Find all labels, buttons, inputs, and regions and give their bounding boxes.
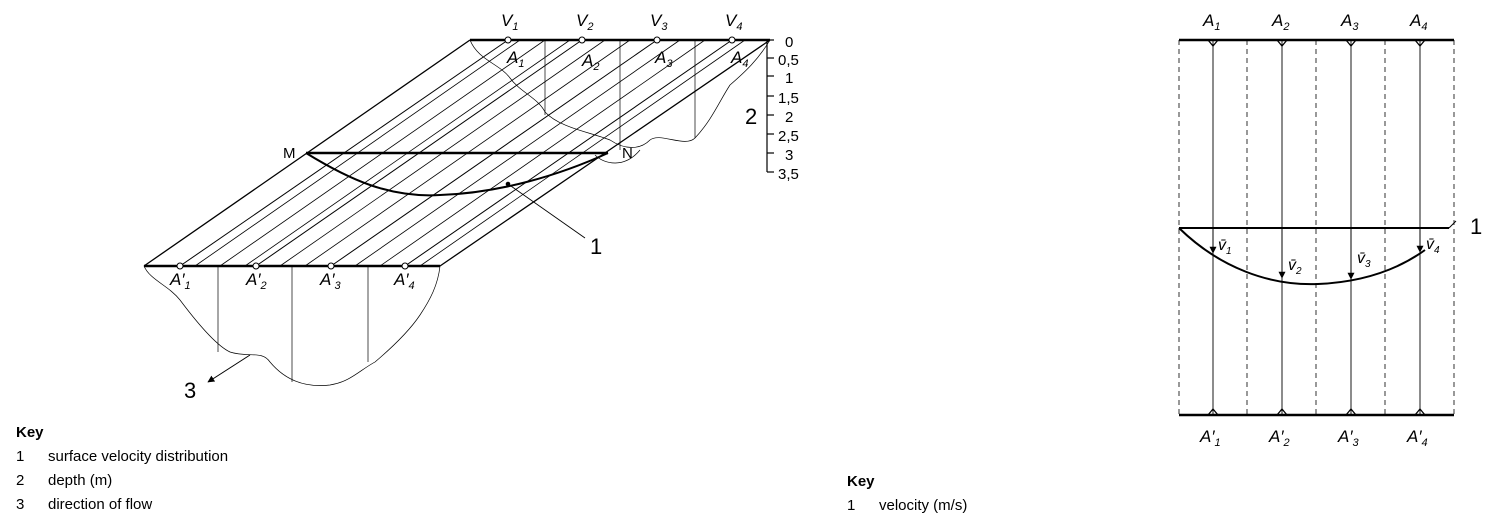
label-v1: V1: [501, 11, 518, 33]
plan-label-a2-top: A2: [1271, 11, 1289, 33]
plan-label-a1-bottom: A′1: [1199, 427, 1221, 449]
depth-tick-1: 1: [785, 70, 793, 87]
key-left-item-num: 2: [16, 472, 25, 489]
key-right-item-text: velocity (m/s): [879, 497, 968, 514]
plan-label-a3-bottom: A′3: [1337, 427, 1360, 449]
label-a3-bottom: A′3: [319, 270, 342, 292]
plan-label-a4-top: A4: [1409, 11, 1427, 33]
label-a2-top: A2: [581, 51, 599, 73]
depth-tick-1-5: 1,5: [778, 90, 799, 107]
plan-label-a3-top: A3: [1340, 11, 1359, 33]
label-v-bar-2: v̄2: [1288, 257, 1302, 277]
key-right: Key 1 velocity (m/s): [847, 473, 967, 518]
depth-tick-0: 0: [785, 34, 793, 51]
key-left-title: Key: [16, 424, 44, 441]
depth-tick-2-5: 2,5: [778, 128, 799, 145]
label-a4-bottom: A′4: [393, 270, 415, 292]
key-left-item: 1 surface velocity distribution: [16, 445, 228, 469]
label-v4: V4: [725, 11, 742, 33]
label-a4-top: A4: [730, 48, 748, 70]
left-labels: V1 V2 V3 V4 A1 A2 A3 A4 A′1 A′2 A′3 A′4 …: [169, 11, 799, 403]
label-a3-top: A3: [654, 48, 673, 70]
callout-1-label: 1: [590, 234, 602, 259]
key-left-item-text: direction of flow: [48, 496, 153, 513]
plan-label-a4-bottom: A′4: [1406, 427, 1428, 449]
label-v-bar-1: v̄1: [1218, 237, 1232, 257]
plan-notches: [1207, 39, 1426, 416]
callout-1-leader-right: [1448, 220, 1457, 229]
label-v-bar-4: v̄4: [1426, 236, 1440, 256]
velocity-curve: [1178, 227, 1426, 286]
key-left-item-text: depth (m): [48, 472, 113, 489]
label-n: N: [622, 145, 633, 162]
key-left-item-text: surface velocity distribution: [48, 448, 229, 465]
depth-tick-3-5: 3,5: [778, 166, 799, 183]
vertical-points: [176, 36, 736, 270]
label-a1-bottom: A′1: [169, 270, 191, 292]
callout-2-label: 2: [745, 104, 757, 129]
bottom-bed-profile: [143, 265, 441, 386]
isometric-river-section: [143, 36, 774, 386]
depth-tick-3: 3: [785, 147, 793, 164]
label-m: M: [283, 145, 296, 162]
key-left-item-num: 3: [16, 496, 25, 513]
plan-label-a2-bottom: A′2: [1268, 427, 1290, 449]
key-right-item: 1 velocity (m/s): [847, 494, 967, 518]
key-right-item-num: 1: [847, 497, 856, 514]
label-v2: V2: [576, 11, 593, 33]
velocity-arrows: [1209, 228, 1424, 280]
label-v-bar-3: v̄3: [1357, 250, 1371, 270]
key-right-title: Key: [847, 473, 875, 490]
key-left-item: 3 direction of flow: [16, 493, 228, 517]
flow-direction-arrow: [207, 354, 251, 383]
plan-view-section: [1178, 38, 1457, 417]
depth-tick-2: 2: [785, 109, 793, 126]
label-a1-top: A1: [506, 48, 524, 70]
depth-tick-0-5: 0,5: [778, 52, 799, 69]
key-left: Key 1 surface velocity distribution 2 de…: [16, 424, 228, 517]
surface-velocity-curve: [305, 152, 609, 197]
depth-scale-axis: [766, 39, 774, 173]
key-left-item: 2 depth (m): [16, 469, 228, 493]
plan-label-a1-top: A1: [1202, 11, 1220, 33]
right-labels: A1 A2 A3 A4 A′1 A′2 A′3 A′4 v̄1 v̄2 v̄3 …: [1199, 11, 1482, 449]
label-v3: V3: [650, 11, 668, 33]
callout-3-label: 3: [184, 378, 196, 403]
plan-callout-1-label: 1: [1470, 214, 1482, 239]
key-left-item-num: 1: [16, 448, 25, 465]
callout-1-leader: [507, 183, 586, 239]
label-a2-bottom: A′2: [245, 270, 267, 292]
